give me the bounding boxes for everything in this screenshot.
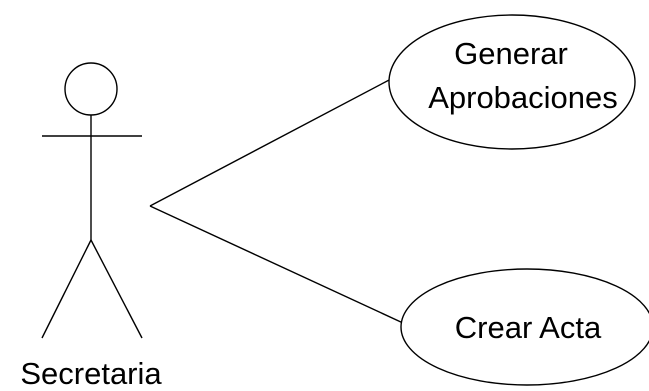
actor-head — [64, 62, 118, 116]
actor-left-leg — [41, 239, 92, 339]
use-case-label: Generar — [454, 36, 568, 71]
association-generar-aprobaciones — [149, 78, 392, 207]
use-case-generar-aprobaciones: Generar Aprobaciones — [388, 14, 636, 150]
use-case-ellipse — [400, 268, 649, 386]
use-case-ellipse — [388, 14, 636, 150]
use-case-label: Crear Acta — [455, 310, 602, 345]
actor-label: Secretaria — [20, 356, 162, 391]
actor-secretaria: Secretaria — [20, 62, 162, 391]
use-case-crear-acta: Crear Acta — [400, 268, 649, 386]
association-crear-acta — [149, 205, 404, 324]
actor-right-leg — [90, 239, 143, 339]
use-case-label: Aprobaciones — [428, 80, 618, 115]
